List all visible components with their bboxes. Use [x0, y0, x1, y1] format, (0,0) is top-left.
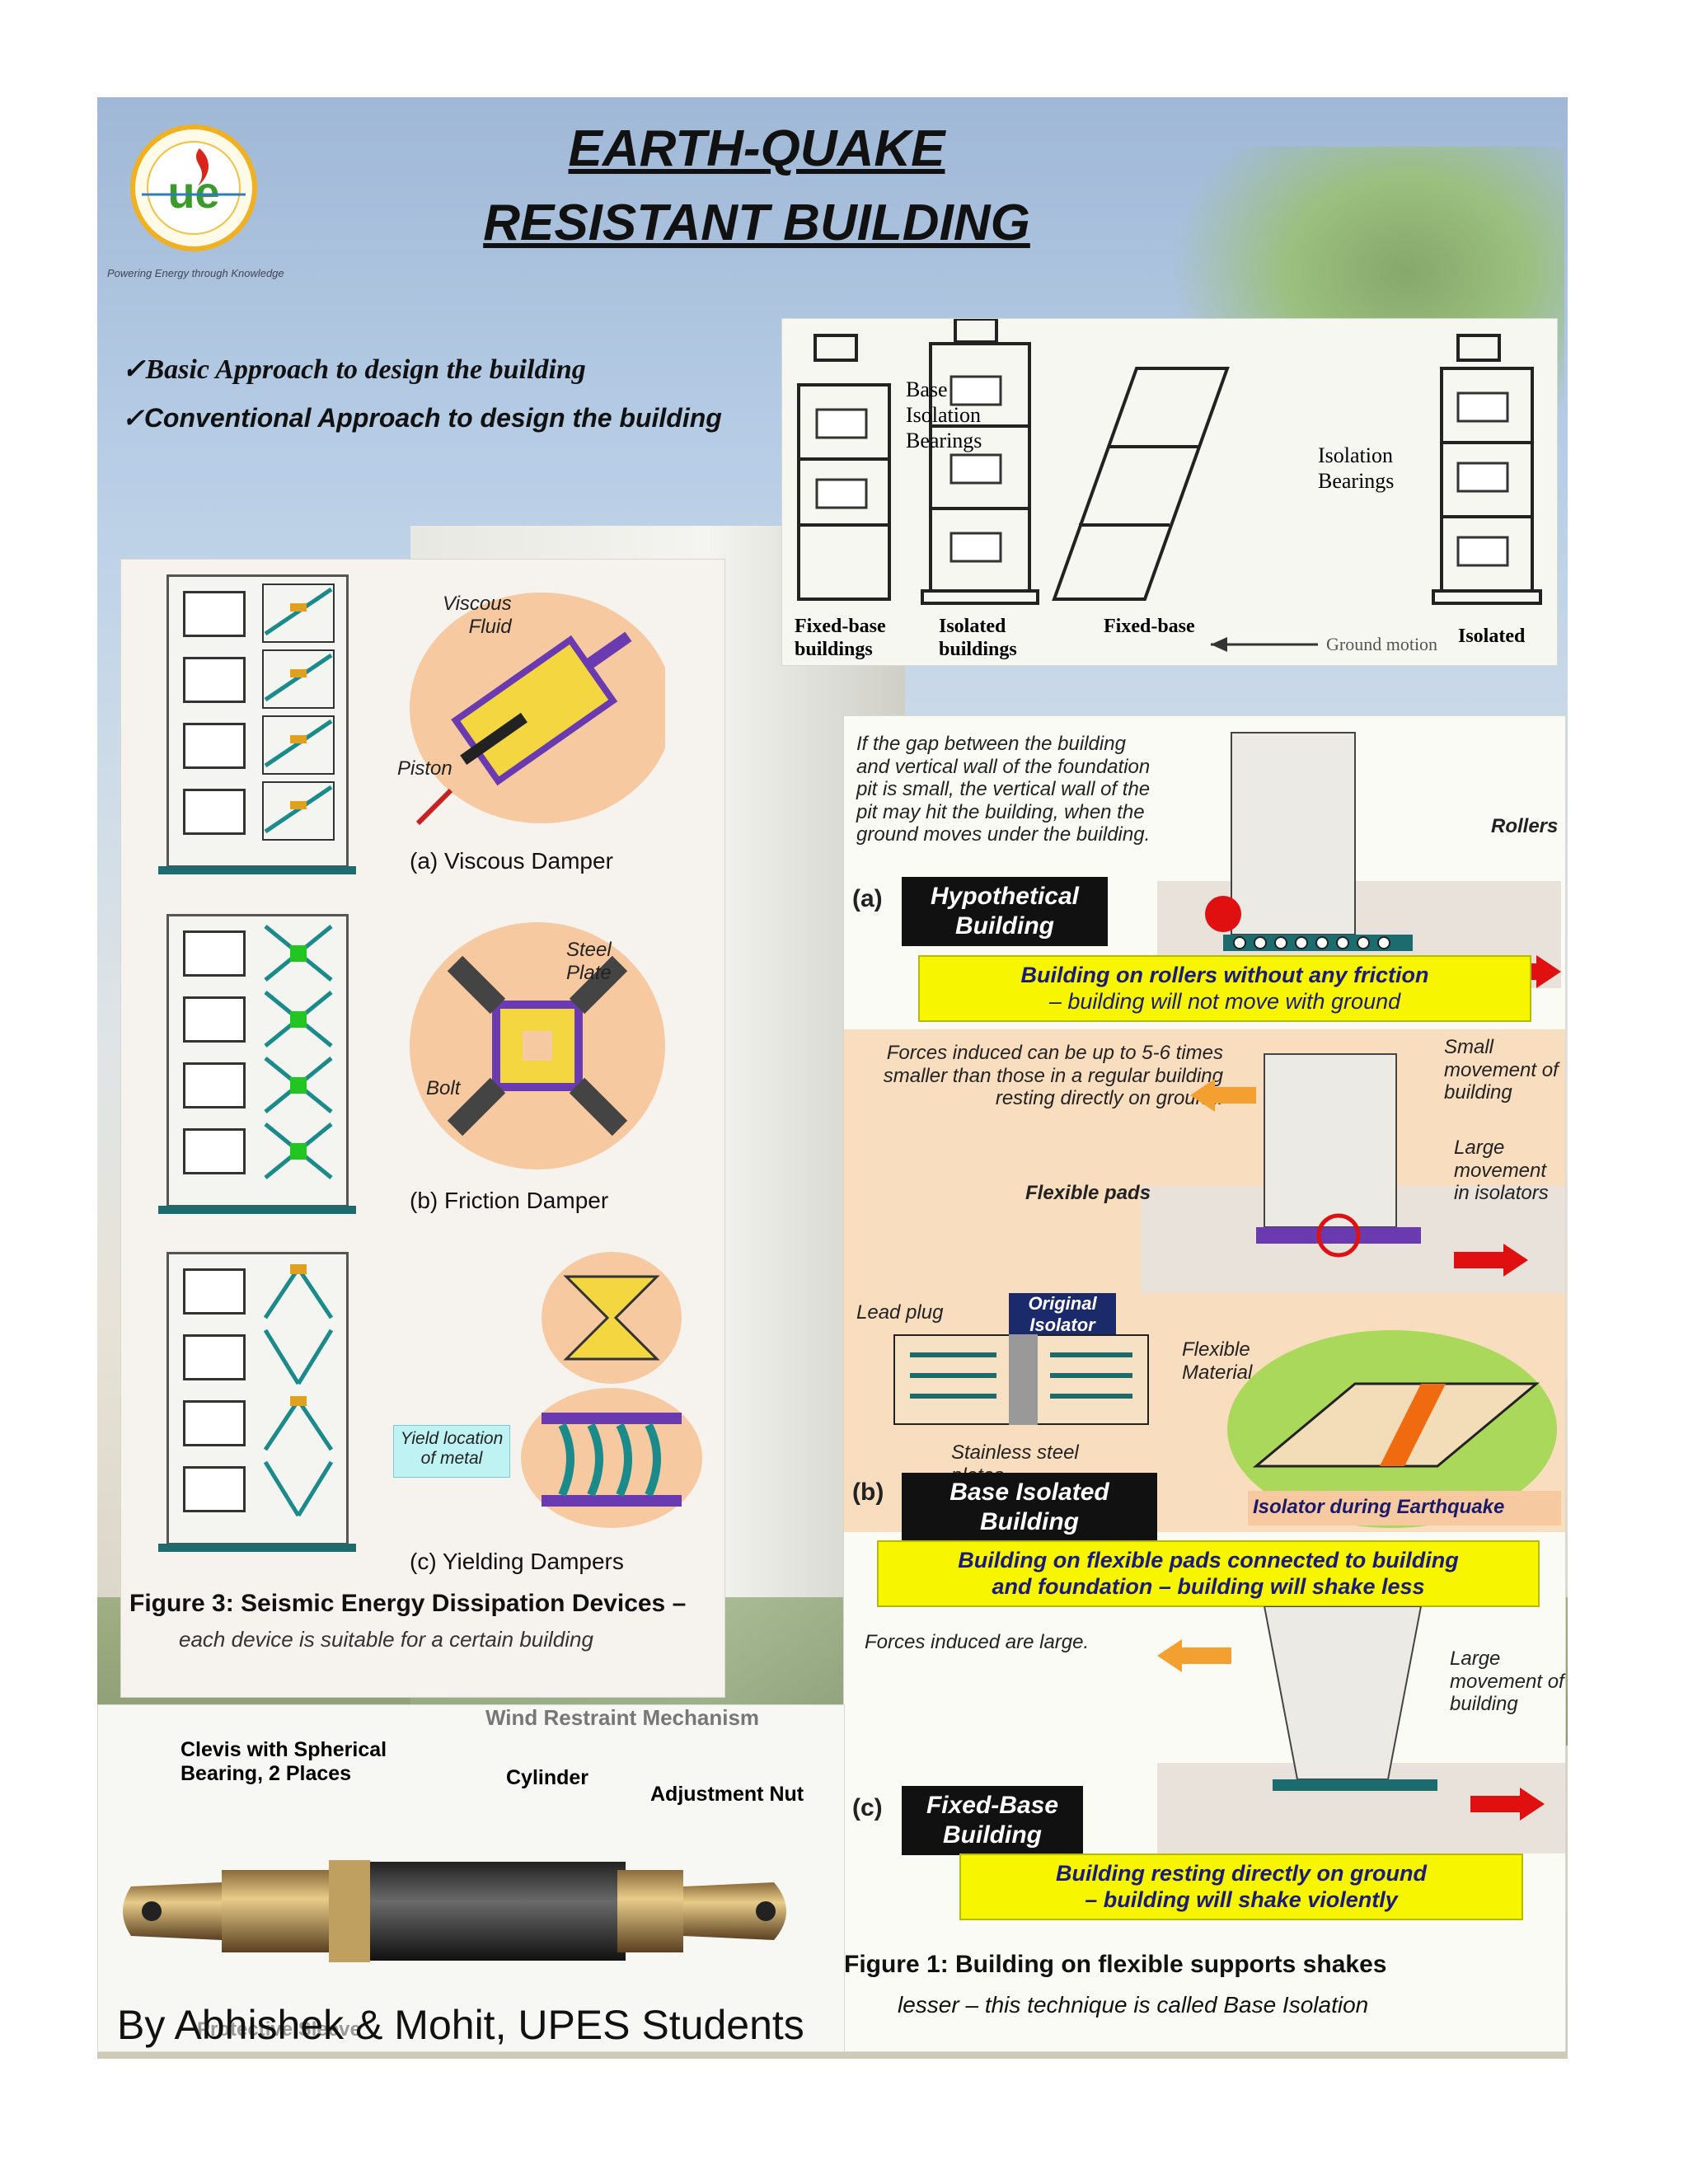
viscous-window: [183, 789, 246, 835]
yielding-window: [183, 1268, 246, 1315]
c-yellow-box: Building resting directly on ground – bu…: [959, 1854, 1523, 1920]
a-yellow-box: Building on rollers without any friction…: [918, 955, 1531, 1022]
dampers-panel: Viscous Fluid Piston (a) Viscous Damper …: [120, 559, 725, 1698]
base-isolated-building-label: Base Isolated Building: [902, 1473, 1157, 1542]
original-isolator-label: Original Isolator: [1009, 1293, 1116, 1337]
rollers-label: Rollers: [1491, 815, 1559, 837]
bolt-label: Bolt: [426, 1077, 461, 1099]
yielding-window: [183, 1466, 246, 1512]
b-yellow-line1: Building on flexible pads connected to b…: [958, 1548, 1459, 1572]
adjustment-nut-label: Adjustment Nut: [650, 1783, 804, 1806]
c-yellow-line1: Building resting directly on ground: [1056, 1861, 1427, 1886]
footer-credit: By Abhishek & Mohit, UPES Students: [117, 2002, 804, 2048]
yielding-braces: [261, 1260, 335, 1524]
yielding-window: [183, 1334, 246, 1380]
hypothetical-building-drawing: [1157, 716, 1561, 988]
cylinder-label: Cylinder: [506, 1766, 589, 1789]
sleeve-label: Protective Sleeve: [197, 2018, 361, 2041]
viscous-window: [183, 723, 246, 769]
friction-window: [183, 930, 246, 977]
viscous-window: [183, 657, 246, 703]
figure3-caption: Figure 3: Seismic Energy Dissipation Dev…: [129, 1590, 687, 1617]
large-movement-isolators-label: Large movement in isolators: [1454, 1137, 1549, 1205]
a-yellow-line1: Building on rollers without any friction: [1020, 963, 1429, 987]
mechanism-header: Wind Restraint Mechanism: [485, 1705, 760, 1730]
wind-restraint-panel: Wind Restraint Mechanism Clevis with Sph…: [97, 1704, 845, 2052]
figure1-subcaption: lesser – this technique is called Base I…: [898, 1992, 1369, 2018]
c-yellow-line2: – building will shake violently: [1085, 1887, 1398, 1913]
clevis-label: Clevis with Spherical Bearing, 2 Places: [181, 1738, 387, 1785]
friction-damper-caption: (b) Friction Damper: [410, 1188, 609, 1213]
friction-base: [158, 1206, 356, 1214]
caption-fixed-base: Fixed-base: [1104, 616, 1195, 637]
figure3-subcaption: each device is suitable for a certain bu…: [179, 1627, 593, 1652]
page-title-line2: RESISTANT BUILDING: [483, 194, 1030, 251]
lead-plug-label: Lead plug: [856, 1301, 944, 1324]
yielding-window: [183, 1400, 246, 1446]
b-tag: (b): [852, 1479, 884, 1506]
figure1-caption: Figure 1: Building on flexible supports …: [844, 1951, 1387, 1978]
yielding-base: [158, 1544, 356, 1552]
viscous-window: [183, 591, 246, 637]
logo-motto: Powering Energy through Knowledge: [107, 267, 284, 279]
piston-label: Piston: [397, 757, 452, 780]
caption-isolated: Isolated: [1458, 626, 1526, 647]
large-movement-building-label: Large movement of building: [1450, 1647, 1564, 1716]
viscous-braces: [261, 583, 335, 846]
base-isolated-building-drawing: [1141, 1029, 1565, 1293]
bullet-conventional-approach: ✓Conventional Approach to design the bui…: [122, 403, 722, 433]
yield-location-box: Yield location of metal: [393, 1425, 510, 1478]
c-tag: (c): [852, 1794, 883, 1821]
logo-text: ue: [167, 168, 219, 218]
friction-window: [183, 1128, 246, 1174]
isolator-cross-section: [892, 1333, 1151, 1427]
fixed-base-building-label: Fixed-Base Building: [902, 1786, 1083, 1855]
friction-braces: [261, 922, 335, 1186]
forces-small-note: Forces induced can be up to 5-6 times sm…: [883, 1042, 1223, 1110]
caption-isolated-buildings: Isolated buildings: [939, 616, 1017, 660]
poster: ue Powering Energy through Knowledge EAR…: [97, 97, 1568, 2059]
friction-damper-illustration: [406, 914, 669, 1178]
isolator-eq-box: Isolator during Earthquake: [1248, 1491, 1561, 1526]
caption-fixed-base-buildings: Fixed-base buildings: [795, 616, 886, 660]
isolation-buildings-svg: [797, 317, 1542, 652]
a-tag: (a): [852, 885, 883, 912]
a-yellow-line2: – building will not move with ground: [1048, 989, 1401, 1015]
b-yellow-line2: and foundation – building will shake les…: [992, 1574, 1425, 1600]
forces-large-note: Forces induced are large.: [865, 1631, 1090, 1653]
steel-plate-label: Steel Plate: [566, 939, 612, 984]
viscous-fluid-label: Viscous Fluid: [443, 593, 512, 638]
viscous-damper-caption: (a) Viscous Damper: [410, 848, 613, 874]
small-movement-label: Small movement of building: [1444, 1036, 1559, 1104]
isolator-eq-label: Isolator during Earthquake: [1253, 1496, 1505, 1518]
b-yellow-box: Building on flexible pads connected to b…: [877, 1540, 1540, 1607]
viscous-base: [158, 866, 356, 874]
gap-note: If the gap between the building and vert…: [856, 733, 1151, 846]
friction-window: [183, 996, 246, 1043]
bullet-basic-approach: ✓Basic Approach to design the building: [122, 354, 586, 385]
viscous-damper-illustration: [401, 584, 673, 840]
friction-window: [183, 1062, 246, 1108]
hypothetical-building-label: Hypothetical Building: [902, 877, 1108, 946]
yielding-damper-illustration: [517, 1252, 706, 1532]
yield-location-label: Yield location of metal: [400, 1429, 504, 1469]
base-isolation-bearings-label: Base Isolation Bearings: [906, 377, 982, 453]
damper-photo: [115, 1837, 823, 1985]
base-isolation-panel: If the gap between the building and vert…: [843, 715, 1566, 2052]
isolator-earthquake-drawing: [1223, 1326, 1561, 1532]
yielding-dampers-caption: (c) Yielding Dampers: [410, 1549, 624, 1574]
ground-motion-label: Ground motion: [1326, 634, 1438, 654]
isolation-bearings-label: Isolation Bearings: [1318, 443, 1395, 494]
university-logo: ue Powering Energy through Knowledge: [107, 115, 284, 279]
isolation-diagram: Base Isolation Bearings Isolation Bearin…: [781, 317, 1558, 666]
page-title-line1: EARTH-QUAKE: [568, 120, 945, 177]
flexible-pads-label: Flexible pads: [1025, 1182, 1151, 1204]
flexible-material-label: Flexible Material: [1182, 1338, 1253, 1384]
fixed-base-building-drawing: [1157, 1605, 1565, 1854]
